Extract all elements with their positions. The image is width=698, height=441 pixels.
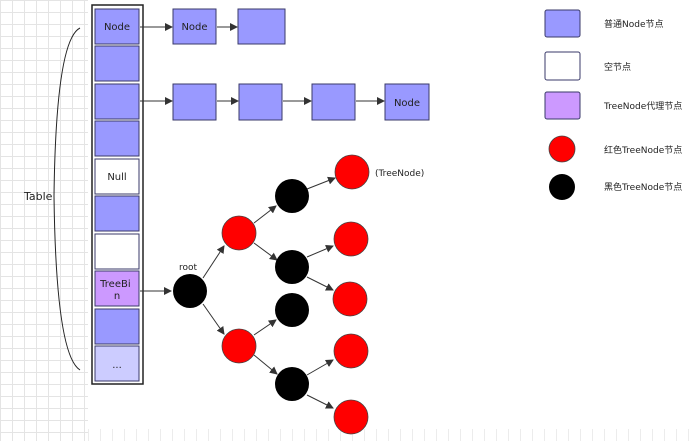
edge-b1-r3	[306, 176, 336, 190]
edge-b2-r4	[306, 245, 334, 258]
bucket-0-label: Node	[104, 22, 130, 33]
bucket-4: Null	[94, 158, 140, 195]
tree-root-node	[173, 274, 207, 308]
tree-black-node-3	[275, 293, 309, 327]
legend-black-swatch	[549, 174, 575, 200]
legend-treebin-label: TreeNode代理节点	[603, 101, 682, 112]
edge-r1-b2	[253, 242, 278, 261]
legend-item-empty: 空节点	[544, 51, 631, 81]
root-label: root	[179, 263, 198, 273]
chain2-node-3: Node	[384, 83, 430, 121]
bucket-3	[94, 120, 140, 157]
grid-background	[0, 0, 88, 441]
grid-background-bottom	[88, 429, 698, 441]
table-label: Table	[23, 190, 53, 203]
legend-node-label: 普通Node节点	[604, 18, 664, 30]
bucket-7-label: TreeBi n	[99, 279, 134, 302]
chain2-node-3-label: Node	[394, 98, 420, 109]
bucket-2	[94, 83, 140, 120]
tree-black-node-2	[275, 250, 309, 284]
chain1-node-0: Node	[172, 8, 217, 45]
edge-root-r2	[202, 303, 225, 335]
edge-r2-b3	[253, 319, 277, 336]
tree-red-node-1	[221, 215, 257, 251]
bucket-0: Node	[94, 8, 140, 45]
bucket-1	[94, 45, 140, 82]
chain1-node-1	[237, 8, 286, 45]
bucket-4-label: Null	[107, 172, 126, 183]
bucket-7-label-line2: n	[114, 291, 120, 302]
edge-root-r1	[202, 245, 225, 279]
chain2-node-2	[311, 83, 356, 121]
bucket-9: ...	[94, 345, 140, 382]
legend-red-label: 红色TreeNode节点	[604, 144, 682, 156]
edge-r2-b4	[253, 354, 278, 375]
bucket-9-label: ...	[112, 360, 122, 371]
treenode-annotation: (TreeNode)	[375, 169, 424, 179]
tree-black-node-4	[275, 367, 309, 401]
chain2-node-1	[238, 83, 283, 121]
edge-b2-r5	[306, 276, 334, 291]
bucket-7: TreeBi n	[94, 270, 140, 307]
legend-item-treebin: TreeNode代理节点	[544, 91, 682, 120]
edge-b4-r7	[306, 394, 334, 409]
bucket-5	[94, 195, 140, 232]
legend-item-node: 普通Node节点	[544, 9, 664, 38]
chain2-node-0	[172, 83, 217, 121]
tree-red-node-2	[221, 328, 257, 364]
legend-empty-label: 空节点	[604, 61, 631, 73]
edge-r1-b1	[253, 205, 277, 224]
tree-red-node-6	[333, 333, 369, 369]
tree-black-node-1	[275, 179, 309, 213]
legend: 普通Node节点 空节点 TreeNode代理节点 红色TreeNode节点 黑…	[544, 9, 682, 200]
table-brace	[53, 27, 81, 371]
tree-red-node-3	[334, 154, 370, 190]
legend-item-black: 黑色TreeNode节点	[549, 174, 682, 200]
bucket-8	[94, 308, 140, 345]
chain1-node-0-label: Node	[181, 22, 207, 33]
legend-item-red: 红色TreeNode节点	[548, 135, 682, 163]
legend-treebin-swatch	[544, 91, 581, 120]
bucket-6	[94, 233, 140, 270]
legend-red-swatch	[548, 135, 576, 163]
table-frame	[91, 4, 144, 385]
bucket-7-label-line1: TreeBi	[99, 279, 130, 290]
tree-red-node-4	[333, 221, 369, 257]
tree-red-node-7	[333, 399, 369, 435]
legend-black-label: 黑色TreeNode节点	[604, 181, 682, 193]
legend-node-swatch	[544, 9, 581, 38]
tree-red-node-5	[332, 281, 368, 317]
legend-empty-swatch	[544, 51, 581, 81]
edge-b4-r6	[306, 359, 334, 376]
